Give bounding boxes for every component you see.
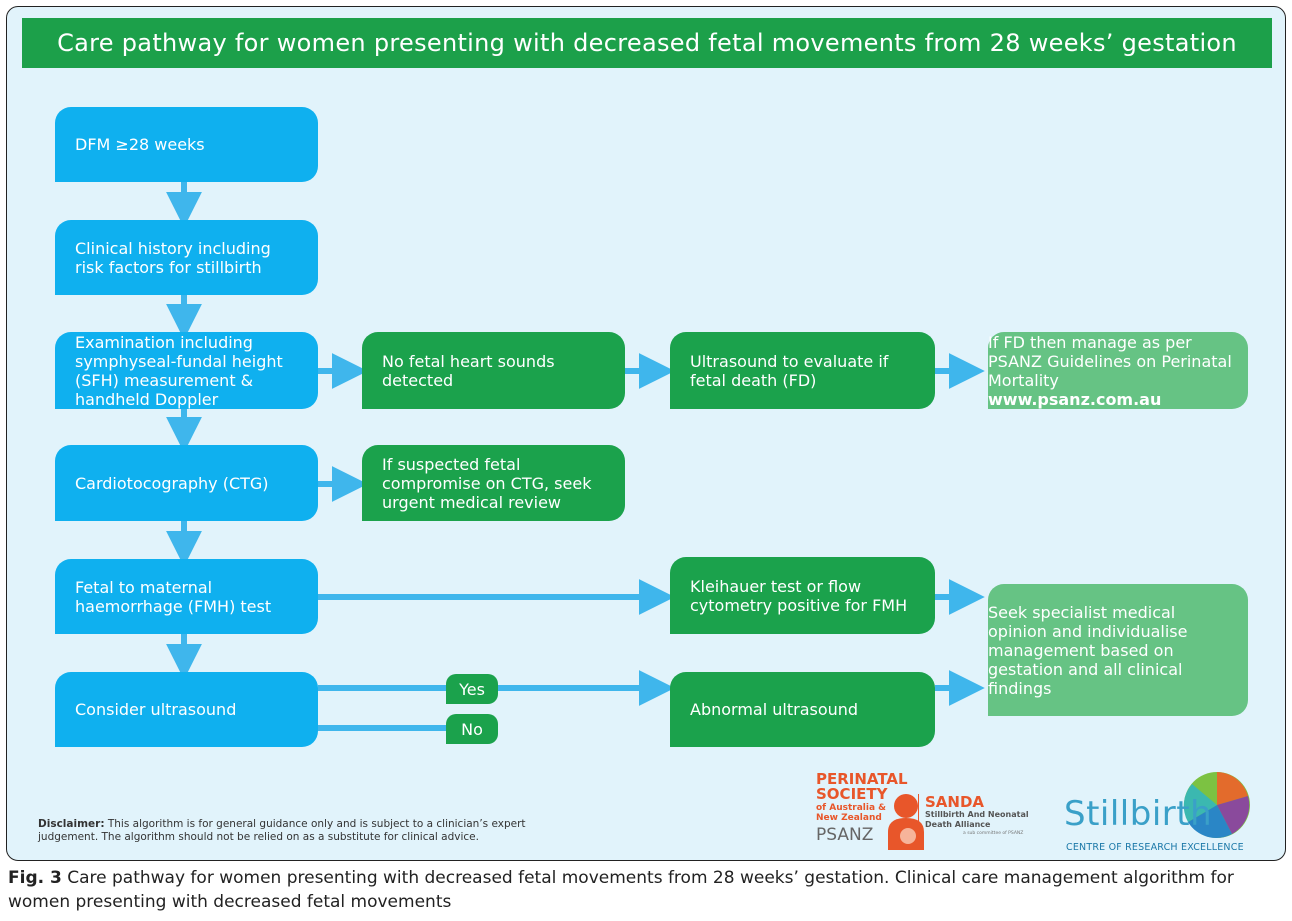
box-fd-management-text: If FD then manage as per PSANZ Guideline…: [988, 332, 1232, 390]
psanz-logo-line-1: PERINATAL: [816, 770, 908, 788]
psanz-logo-line-2: SOCIETY: [816, 785, 888, 803]
sanda-logo-line-4: a sub committee of PSANZ: [963, 831, 1024, 836]
box-examination: Examination including symphyseal-fundal …: [55, 332, 318, 409]
box-fd-management: If FD then manage as per PSANZ Guideline…: [988, 332, 1248, 409]
psanz-logo-line-5: PSANZ: [816, 825, 874, 845]
psanz-website-link[interactable]: www.psanz.com.au: [988, 389, 1162, 409]
stillbirth-logo-subtitle: CENTRE OF RESEARCH EXCELLENCE: [1066, 842, 1244, 853]
psanz-logo-line-4: New Zealand: [816, 813, 882, 823]
sanda-logo-line-3: Death Alliance: [925, 820, 991, 829]
psanz-emblem-icon: [888, 794, 924, 850]
diagram-title: Care pathway for women presenting with d…: [22, 18, 1272, 68]
sanda-logo: SANDA Stillbirth And Neonatal Death Alli…: [918, 794, 1045, 850]
box-examination-text: Examination including symphyseal-fundal …: [75, 332, 283, 409]
box-consider-ultrasound: Consider ultrasound: [55, 672, 318, 747]
box-yes-text: Yes: [459, 679, 485, 699]
disclaimer-label: Disclaimer:: [38, 818, 105, 830]
box-kleihauer-text: Kleihauer test or flow cytometry positiv…: [690, 576, 908, 615]
box-no-text: No: [461, 719, 483, 739]
box-fmh-test-text: Fetal to maternal haemorrhage (FMH) test: [75, 577, 272, 616]
box-ctg: Cardiotocography (CTG): [55, 445, 318, 521]
box-yes: Yes: [446, 674, 498, 704]
box-ultrasound-fd: Ultrasound to evaluate if fetal death (F…: [670, 332, 935, 409]
box-specialist-opinion-text: Seek specialist medical opinion and indi…: [988, 602, 1188, 698]
figure-caption-label: Fig. 3: [8, 868, 62, 888]
box-ctg-text: Cardiotocography (CTG): [75, 473, 269, 493]
psanz-logo: PERINATAL SOCIETY of Australia & New Zea…: [808, 772, 942, 850]
stillbirth-cre-logo: Stillbirth CENTRE OF RESEARCH EXCELLENCE: [1050, 770, 1280, 854]
box-fetal-compromise-text: If suspected fetal compromise on CTG, se…: [382, 454, 592, 512]
box-dfm-text: DFM ≥28 weeks: [75, 135, 205, 154]
stillbirth-logo-word: Stillbirth: [1064, 794, 1213, 834]
box-clinical-history: Clinical history including risk factors …: [55, 220, 318, 295]
box-fetal-compromise: If suspected fetal compromise on CTG, se…: [362, 445, 625, 521]
box-consider-ultrasound-text: Consider ultrasound: [75, 700, 237, 719]
box-fmh-test: Fetal to maternal haemorrhage (FMH) test: [55, 559, 318, 634]
disclaimer: Disclaimer: This algorithm is for genera…: [38, 818, 558, 844]
box-abnormal-ultrasound: Abnormal ultrasound: [670, 672, 935, 747]
stillbirth-circle-icon: [1183, 772, 1250, 838]
disclaimer-text: This algorithm is for general guidance o…: [38, 818, 526, 843]
box-fd-management-content: If FD then manage as per PSANZ Guideline…: [988, 333, 1240, 409]
box-clinical-history-text: Clinical history including risk factors …: [75, 238, 271, 277]
figure-caption: Fig. 3 Care pathway for women presenting…: [8, 866, 1284, 914]
box-no-fetal-heart-text: No fetal heart sounds detected: [382, 351, 555, 390]
sanda-logo-title: SANDA: [925, 793, 985, 811]
box-abnormal-ultrasound-text: Abnormal ultrasound: [690, 700, 859, 719]
psanz-logo-line-3: of Australia &: [816, 803, 887, 813]
box-no: No: [446, 714, 498, 744]
box-ultrasound-fd-text: Ultrasound to evaluate if fetal death (F…: [690, 351, 889, 390]
box-dfm: DFM ≥28 weeks: [55, 107, 318, 182]
figure-caption-text: Care pathway for women presenting with d…: [8, 868, 1234, 912]
box-kleihauer: Kleihauer test or flow cytometry positiv…: [670, 557, 935, 634]
sanda-logo-line-2: Stillbirth And Neonatal: [925, 810, 1029, 819]
box-no-fetal-heart: No fetal heart sounds detected: [362, 332, 625, 409]
box-specialist-opinion: Seek specialist medical opinion and indi…: [988, 584, 1248, 716]
